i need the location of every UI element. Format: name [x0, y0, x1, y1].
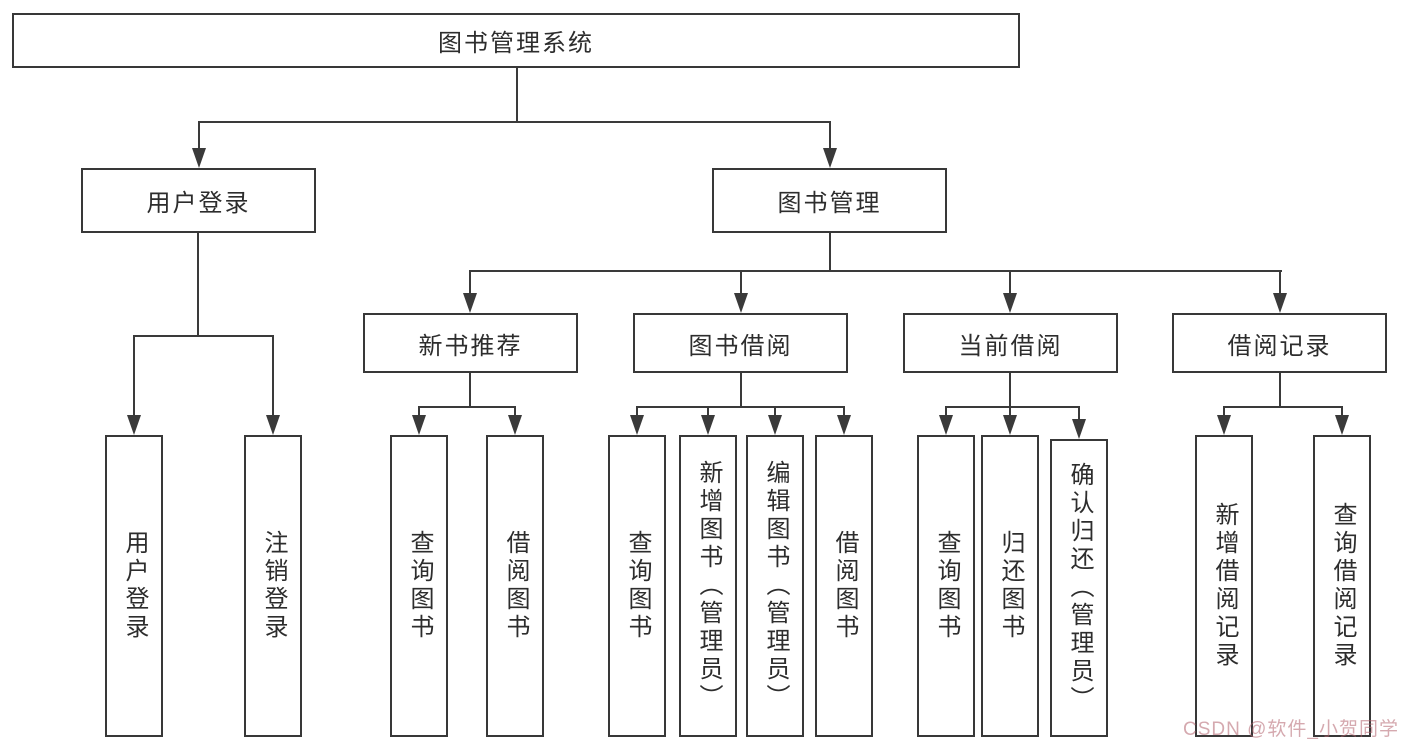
- arrow-down-icon: [630, 415, 644, 435]
- node-current-borrowing: 当前借阅: [903, 313, 1118, 373]
- connector-bar: [945, 406, 1080, 408]
- connector-bar: [1223, 406, 1343, 408]
- connector-shaft: [514, 406, 516, 417]
- arrow-down-icon: [1273, 293, 1287, 313]
- connector-shaft: [829, 121, 831, 150]
- arrow-down-icon: [1003, 415, 1017, 435]
- node-user-login: 用户登录: [81, 168, 316, 233]
- arrow-down-icon: [1335, 415, 1349, 435]
- connector-shaft: [133, 335, 135, 417]
- arrow-down-icon: [1003, 293, 1017, 313]
- connector-user-login-stem: [197, 233, 199, 336]
- connector-shaft: [636, 406, 638, 417]
- connector-bar: [418, 406, 516, 408]
- connector-stem: [740, 373, 742, 407]
- node-query-books-borrowing: 查询图书: [608, 435, 666, 737]
- connector-shaft: [198, 121, 200, 150]
- node-logout-leaf: 注销登录: [244, 435, 302, 737]
- connector-shaft: [774, 406, 776, 417]
- connector-shaft: [418, 406, 420, 417]
- node-new-book-recommend: 新书推荐: [363, 313, 578, 373]
- arrow-down-icon: [1217, 415, 1231, 435]
- node-library-management-system: 图书管理系统: [12, 13, 1020, 68]
- connector-stem: [469, 373, 471, 407]
- arrow-down-icon: [734, 293, 748, 313]
- node-borrow-books-recommend: 借阅图书: [486, 435, 544, 737]
- node-borrowing-records: 借阅记录: [1172, 313, 1387, 373]
- node-borrow-books-borrowing: 借阅图书: [815, 435, 873, 737]
- arrow-down-icon: [508, 415, 522, 435]
- connector-shaft: [1279, 270, 1281, 295]
- arrow-down-icon: [1072, 419, 1086, 439]
- arrow-down-icon: [192, 148, 206, 168]
- connector-bar: [636, 406, 845, 408]
- connector-level2-bar: [198, 121, 831, 123]
- connector-shaft: [1223, 406, 1225, 417]
- connector-shaft: [740, 270, 742, 295]
- node-confirm-return-admin: 确认归还（管理员）: [1050, 439, 1108, 737]
- node-query-books-current: 查询图书: [917, 435, 975, 737]
- node-edit-books-admin: 编辑图书（管理员）: [746, 435, 804, 737]
- connector-shaft: [1009, 406, 1011, 417]
- arrow-down-icon: [823, 148, 837, 168]
- arrow-down-icon: [837, 415, 851, 435]
- node-query-borrow-record: 查询借阅记录: [1313, 435, 1371, 737]
- csdn-watermark: CSDN @软件_小贺同学: [1183, 719, 1399, 740]
- connector-shaft: [843, 406, 845, 417]
- arrow-down-icon: [768, 415, 782, 435]
- arrow-down-icon: [412, 415, 426, 435]
- connector-shaft: [1341, 406, 1343, 417]
- node-add-books-admin: 新增图书（管理员）: [679, 435, 737, 737]
- connector-shaft: [1009, 270, 1011, 295]
- connector-level3-bar: [469, 270, 1282, 272]
- connector-stem: [1009, 373, 1011, 407]
- connector-book-mgmt-stem: [829, 233, 831, 271]
- connector-user-login-bar: [133, 335, 274, 337]
- arrow-down-icon: [939, 415, 953, 435]
- node-user-login-leaf: 用户登录: [105, 435, 163, 737]
- node-book-borrowing: 图书借阅: [633, 313, 848, 373]
- arrow-down-icon: [463, 293, 477, 313]
- arrow-down-icon: [127, 415, 141, 435]
- node-add-borrow-record: 新增借阅记录: [1195, 435, 1253, 737]
- connector-stem: [1279, 373, 1281, 407]
- connector-root-stem: [516, 68, 518, 122]
- arrow-down-icon: [701, 415, 715, 435]
- node-book-management: 图书管理: [712, 168, 947, 233]
- node-query-books-recommend: 查询图书: [390, 435, 448, 737]
- connector-shaft: [469, 270, 471, 295]
- node-return-books: 归还图书: [981, 435, 1039, 737]
- connector-shaft: [1078, 406, 1080, 421]
- connector-shaft: [945, 406, 947, 417]
- arrow-down-icon: [266, 415, 280, 435]
- connector-shaft: [272, 335, 274, 417]
- connector-shaft: [707, 406, 709, 417]
